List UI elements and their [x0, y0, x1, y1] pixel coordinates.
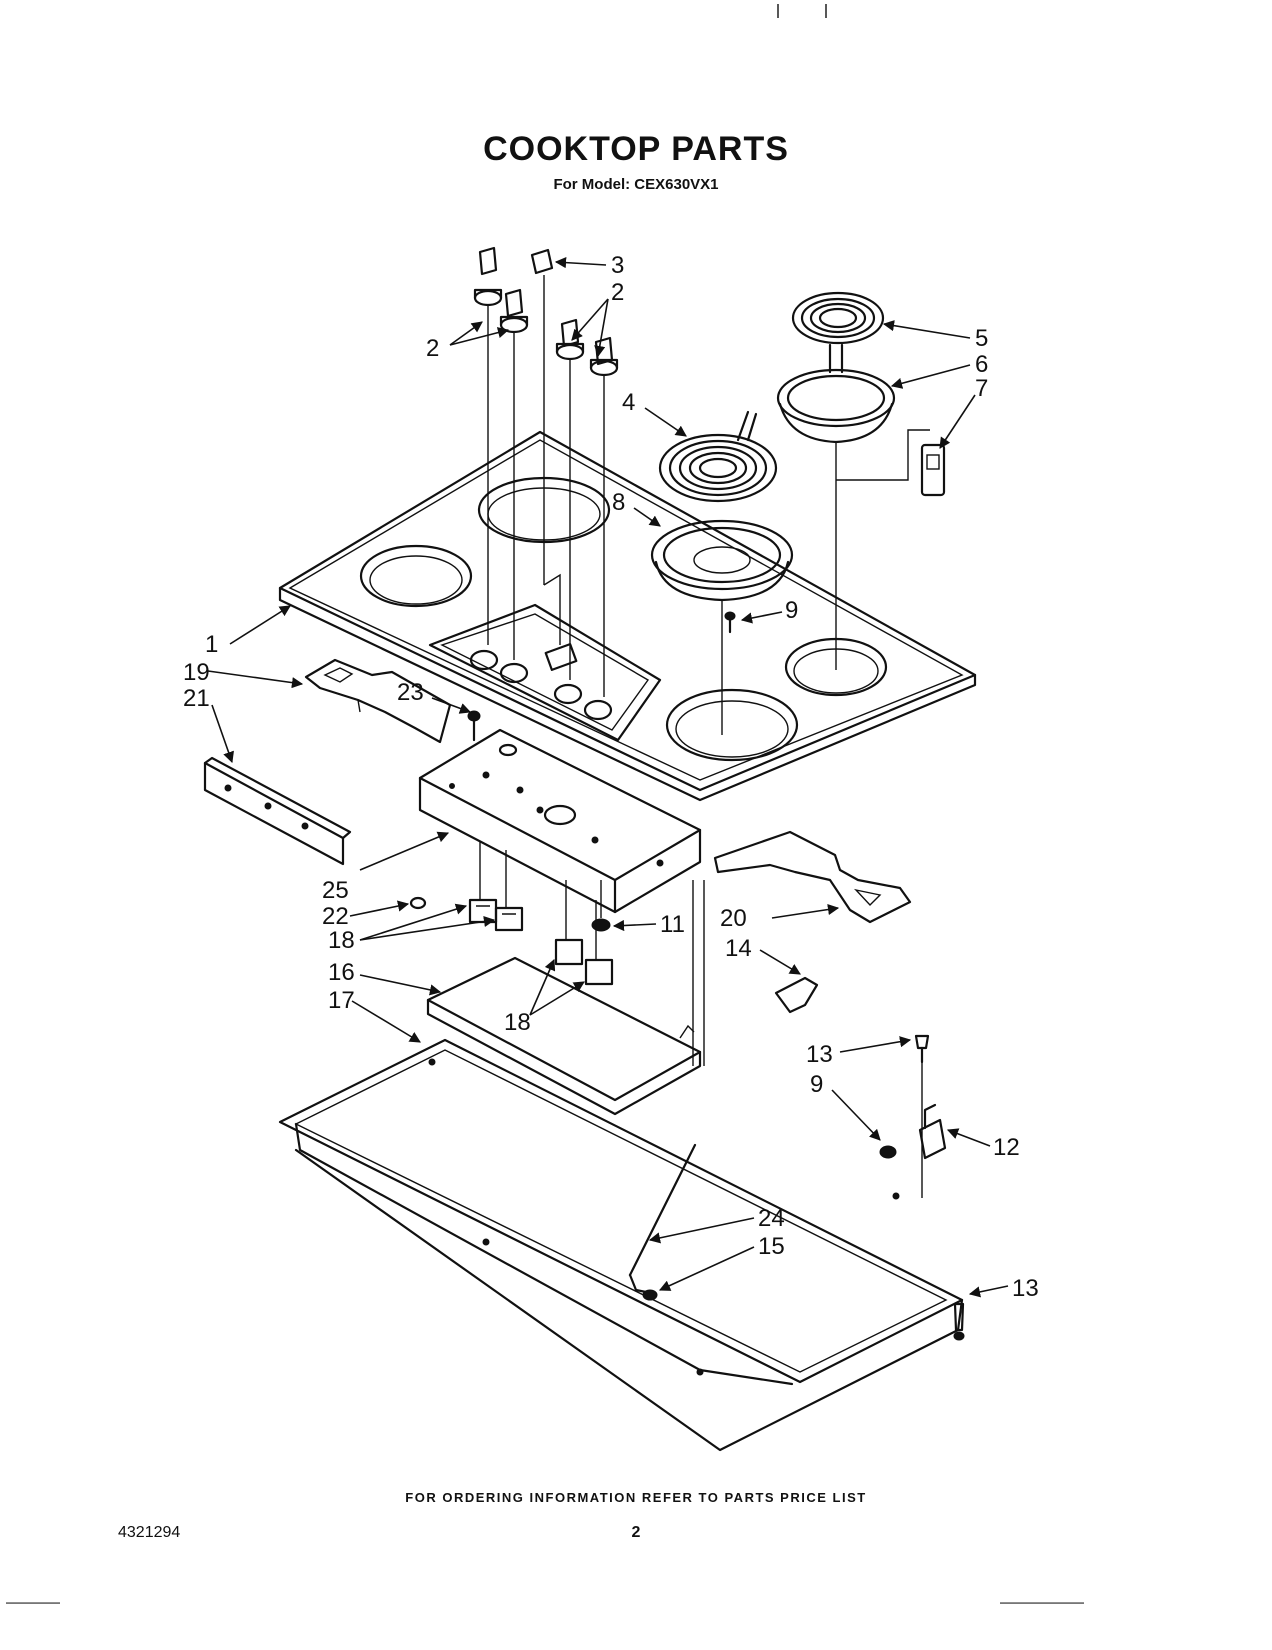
callout-9: 9	[785, 597, 798, 624]
screw-part	[409, 896, 427, 910]
callout-8: 8	[612, 489, 625, 516]
clip-part	[642, 1289, 658, 1301]
callout-9: 9	[810, 1071, 823, 1098]
knob-part	[589, 336, 619, 697]
leader-lines	[207, 257, 1009, 1298]
callout-19: 19	[183, 659, 210, 686]
heat-shield-part	[426, 880, 705, 1116]
drip-bowl-small	[776, 368, 896, 670]
callout-14: 14	[725, 935, 752, 962]
callout-11: 11	[660, 911, 685, 938]
scan-footer-right: ▬▬▬▬▬▬▬▬▬▬▬▬▬▬	[1000, 1600, 1084, 1606]
callout-5: 5	[975, 325, 988, 352]
callout-18: 18	[328, 927, 355, 954]
screw-part	[914, 1034, 930, 1064]
callout-3: 3	[611, 252, 624, 279]
bracket-right-part	[713, 830, 912, 924]
trim-strip-part	[203, 756, 352, 866]
cooktop-top-part	[278, 430, 977, 802]
control-housing-part	[418, 728, 702, 914]
callout-7: 7	[975, 375, 988, 402]
callout-13: 13	[806, 1041, 833, 1068]
terminal-block-part	[836, 429, 946, 497]
callout-24: 24	[758, 1205, 785, 1232]
scan-footer-left: ▬▬▬▬▬▬▬▬▬	[6, 1600, 60, 1606]
terminal-block-part	[468, 842, 524, 932]
callout-6: 6	[975, 351, 988, 378]
model-subtitle: For Model: CEX630VX1	[553, 176, 719, 193]
callout-21: 21	[183, 685, 210, 712]
surface-element-large	[658, 410, 778, 503]
callout-25: 25	[322, 877, 349, 904]
terminal-block-part	[554, 880, 614, 986]
surface-element-small	[791, 291, 885, 374]
page-number: 2	[631, 1524, 641, 1541]
bottom-pan-part	[278, 1038, 964, 1452]
knob-part	[555, 318, 585, 680]
callout-16: 16	[328, 959, 355, 986]
screw-part	[953, 1302, 965, 1341]
callout-2: 2	[611, 279, 624, 306]
callout-12: 12	[993, 1134, 1020, 1161]
callout-18: 18	[504, 1009, 531, 1036]
screw-part	[467, 710, 481, 742]
nut-part	[591, 880, 611, 932]
callout-13: 13	[1012, 1275, 1039, 1302]
rod-part	[628, 1143, 697, 1294]
drip-bowl-large	[650, 519, 794, 735]
document-number: 4321294	[118, 1524, 181, 1541]
mounting-bracket-part	[918, 1060, 947, 1198]
callout-1: 1	[205, 631, 218, 658]
callout-4: 4	[622, 389, 635, 416]
callout-2: 2	[426, 335, 439, 362]
switch-part	[530, 248, 561, 645]
callout-22: 22	[322, 903, 349, 930]
callout-17: 17	[328, 987, 355, 1014]
page-title: COOKTOP PARTS	[483, 130, 789, 168]
ordering-note: FOR ORDERING INFORMATION REFER TO PARTS …	[405, 1490, 867, 1505]
callout-15: 15	[758, 1233, 785, 1260]
callout-labels: 1 2 2 3 4 5 6 7 8 9 9 11 12 13 13 14 15 …	[183, 252, 1039, 1302]
knob-part	[473, 246, 503, 645]
knob-part	[499, 288, 529, 660]
screw-part	[724, 611, 736, 634]
bracket-left-part	[304, 658, 452, 744]
clip-part	[774, 976, 819, 1014]
screw-part	[879, 1145, 897, 1159]
callout-23: 23	[397, 679, 424, 706]
callout-20: 20	[720, 905, 747, 932]
